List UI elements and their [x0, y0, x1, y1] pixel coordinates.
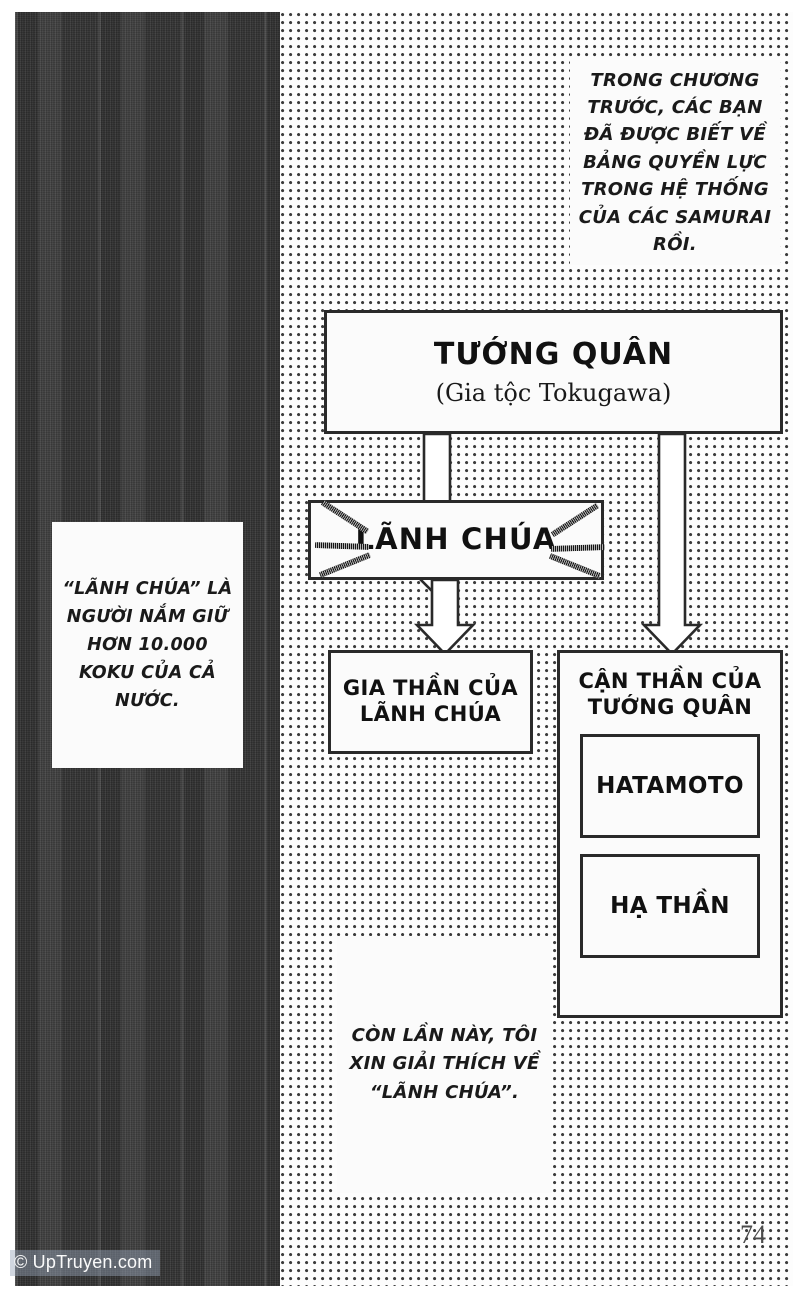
diagram-node-retainer-of-daimyo: GIA THẦN CỦA LÃNH CHÚA — [328, 650, 533, 754]
caption-box-intro: TRONG CHƯƠNG TRƯỚC, CÁC BẠN ĐÃ ĐƯỢC BIẾT… — [570, 60, 780, 265]
caption-intro-text: TRONG CHƯƠNG TRƯỚC, CÁC BẠN ĐÃ ĐƯỢC BIẾT… — [578, 69, 772, 255]
diagram-node-hashin: HẠ THẦN — [580, 854, 760, 959]
node-daimyo-label: LÃNH CHÚA — [355, 522, 557, 557]
node-hatamoto-label: HATAMOTO — [596, 773, 744, 800]
arrow-shogun-to-retainer-shogun — [640, 432, 704, 656]
node-shogun-label: TƯỚNG QUÂN — [433, 337, 674, 372]
arrow-daimyo-to-retainer-daimyo — [413, 578, 477, 656]
diagram-node-retainer-of-shogun: CẬN THẦN CỦA TƯỚNG QUÂN HATAMOTO HẠ THẦN — [557, 650, 783, 1018]
node-shogun-sublabel: (Gia tộc Tokugawa) — [435, 379, 672, 407]
node-retainer-of-daimyo-label: GIA THẦN CỦA LÃNH CHÚA — [342, 676, 519, 726]
diagram-node-daimyo: LÃNH CHÚA — [308, 500, 604, 580]
caption-outro-text: CÒN LẦN NÀY, TÔI XIN GIẢI THÍCH VỀ “LÃNH… — [349, 1024, 540, 1103]
node-retainer-of-shogun-label: CẬN THẦN CỦA TƯỚNG QUÂN — [578, 669, 762, 719]
diagram-node-hatamoto: HATAMOTO — [580, 734, 760, 839]
site-watermark: © UpTruyen.com — [10, 1250, 161, 1276]
node-hashin-label: HẠ THẦN — [610, 893, 730, 920]
page-number: 74 — [740, 1220, 766, 1249]
diagram-node-shogun: TƯỚNG QUÂN (Gia tộc Tokugawa) — [324, 310, 783, 434]
caption-daimyo-definition-text: “LÃNH CHÚA” LÀ NGƯỜI NẮM GIỮ HƠN 10.000 … — [62, 579, 233, 711]
caption-box-daimyo-definition: “LÃNH CHÚA” LÀ NGƯỜI NẮM GIỮ HƠN 10.000 … — [52, 522, 243, 768]
caption-box-outro: CÒN LẦN NÀY, TÔI XIN GIẢI THÍCH VỀ “LÃNH… — [337, 936, 552, 1193]
